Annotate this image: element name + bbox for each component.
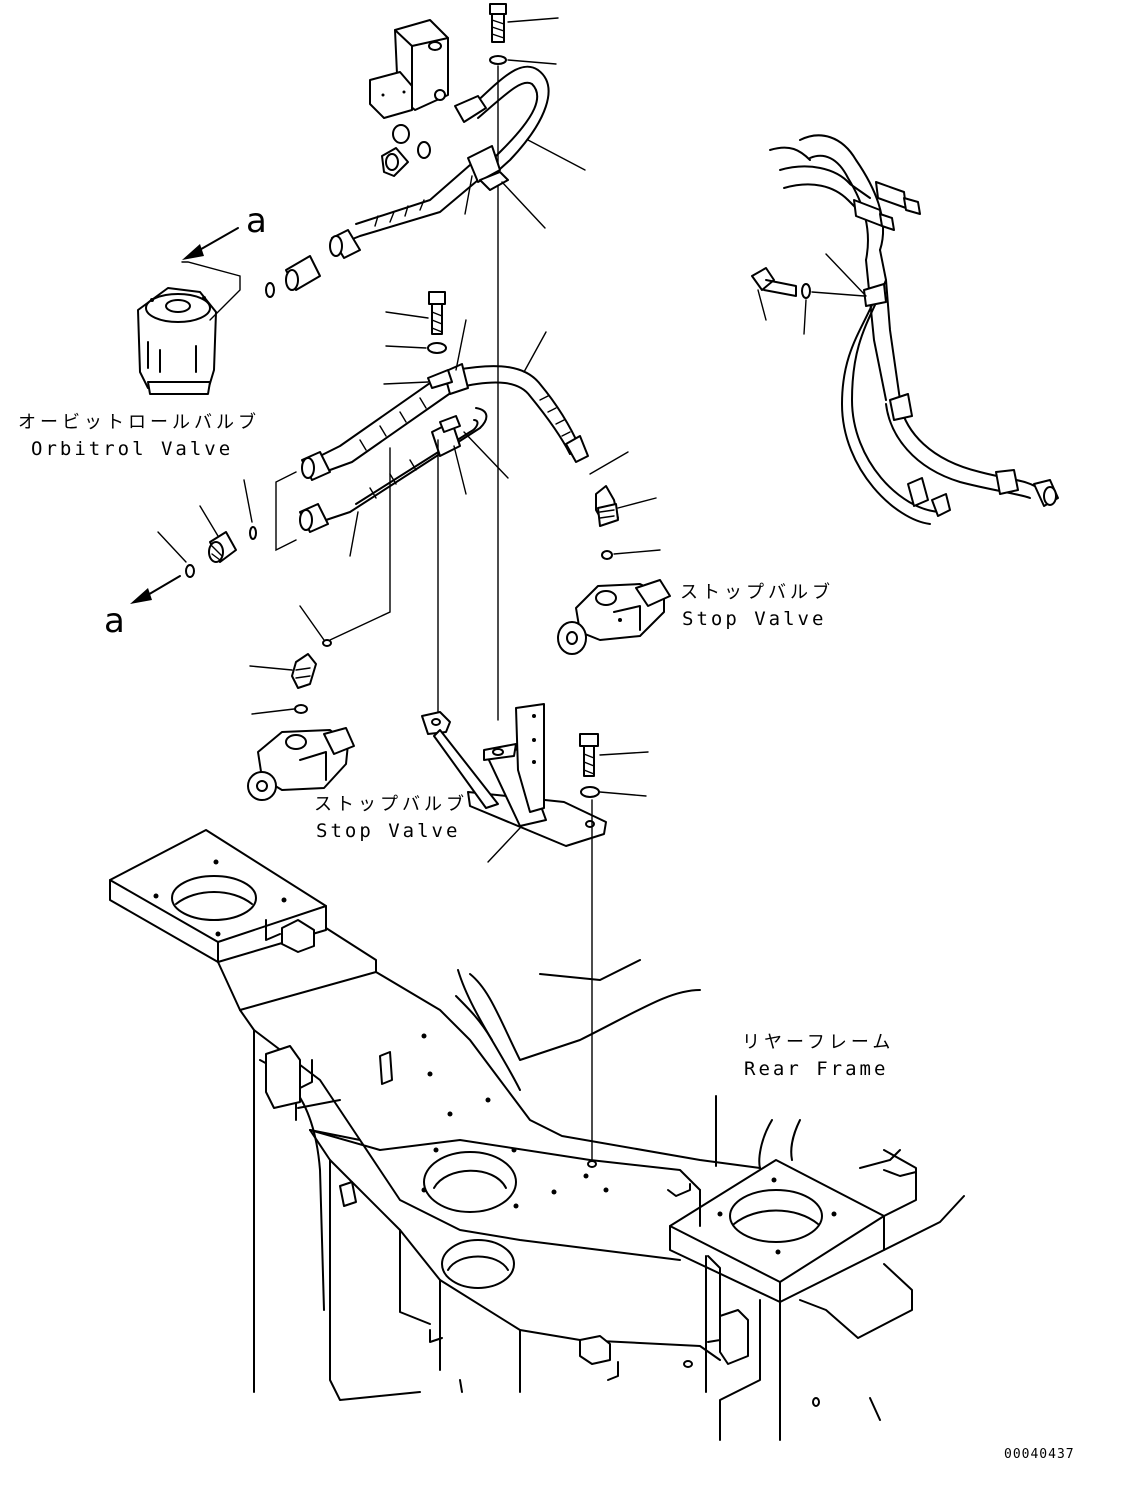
o-ring-mid-lower bbox=[322, 639, 332, 647]
o-ring-left bbox=[185, 564, 195, 578]
adapter-fitting-top bbox=[381, 147, 409, 177]
valve-block bbox=[369, 19, 449, 119]
ref-arrow-top bbox=[182, 227, 239, 260]
rear-frame bbox=[109, 829, 965, 1441]
mid-bolt bbox=[385, 291, 446, 335]
o-ring-orbitrol bbox=[265, 282, 275, 298]
orbitrol-valve-label-jp: オービットロールバルブ bbox=[18, 412, 260, 433]
rear-frame-label-en: Rear Frame bbox=[744, 1058, 889, 1080]
stop-valve-right-label-en: Stop Valve bbox=[682, 608, 827, 630]
reference-mark-a-top: a bbox=[246, 201, 270, 241]
o-ring-block bbox=[392, 124, 410, 144]
hose-clamp-mid bbox=[383, 319, 469, 395]
elbow-fitting-left bbox=[249, 653, 317, 689]
o-ring-hose-top bbox=[417, 141, 431, 159]
connector-orbitrol bbox=[285, 255, 321, 291]
plug-left bbox=[199, 505, 237, 563]
orbitrol-valve-label-en: Orbitrol Valve bbox=[31, 438, 234, 460]
stop-valve-left bbox=[247, 727, 355, 801]
figure-number: 00040437 bbox=[1004, 1447, 1075, 1462]
mounting-bracket bbox=[421, 703, 607, 863]
stop-valve-right-label-jp: ストップバルブ bbox=[680, 582, 834, 603]
detail-bolt bbox=[751, 267, 797, 321]
stop-valve-left-label-en: Stop Valve bbox=[316, 820, 461, 842]
detail-washer bbox=[801, 283, 865, 335]
hose-clamp-top bbox=[464, 145, 546, 229]
bolt-bracket bbox=[579, 733, 649, 777]
mid-washer bbox=[385, 342, 447, 354]
reference-mark-a-bottom: a bbox=[104, 601, 128, 641]
hose-mid-short bbox=[299, 407, 488, 557]
hose-clamp-lower bbox=[431, 415, 509, 495]
connection-bracket-lines bbox=[275, 447, 391, 641]
elbow-fitting-top bbox=[329, 229, 361, 259]
hose-upper-loop bbox=[349, 65, 586, 241]
stop-valve-left-label-jp: ストップバルブ bbox=[314, 794, 468, 815]
detail-view-hoses bbox=[769, 134, 1059, 525]
stop-valve-right bbox=[557, 579, 671, 655]
hose-mid-long bbox=[301, 331, 589, 481]
o-ring-mid-left bbox=[249, 526, 257, 540]
top-bolt bbox=[489, 3, 559, 43]
washer-bracket bbox=[580, 786, 647, 798]
rear-frame-label-jp: リヤーフレーム bbox=[742, 1032, 895, 1053]
elbow-fitting-right bbox=[589, 451, 657, 527]
o-ring-left-lower bbox=[294, 704, 308, 714]
top-washer bbox=[489, 55, 557, 65]
orbitrol-valve bbox=[137, 261, 241, 395]
o-ring-right bbox=[601, 550, 613, 560]
ref-arrow-bottom bbox=[130, 575, 181, 604]
